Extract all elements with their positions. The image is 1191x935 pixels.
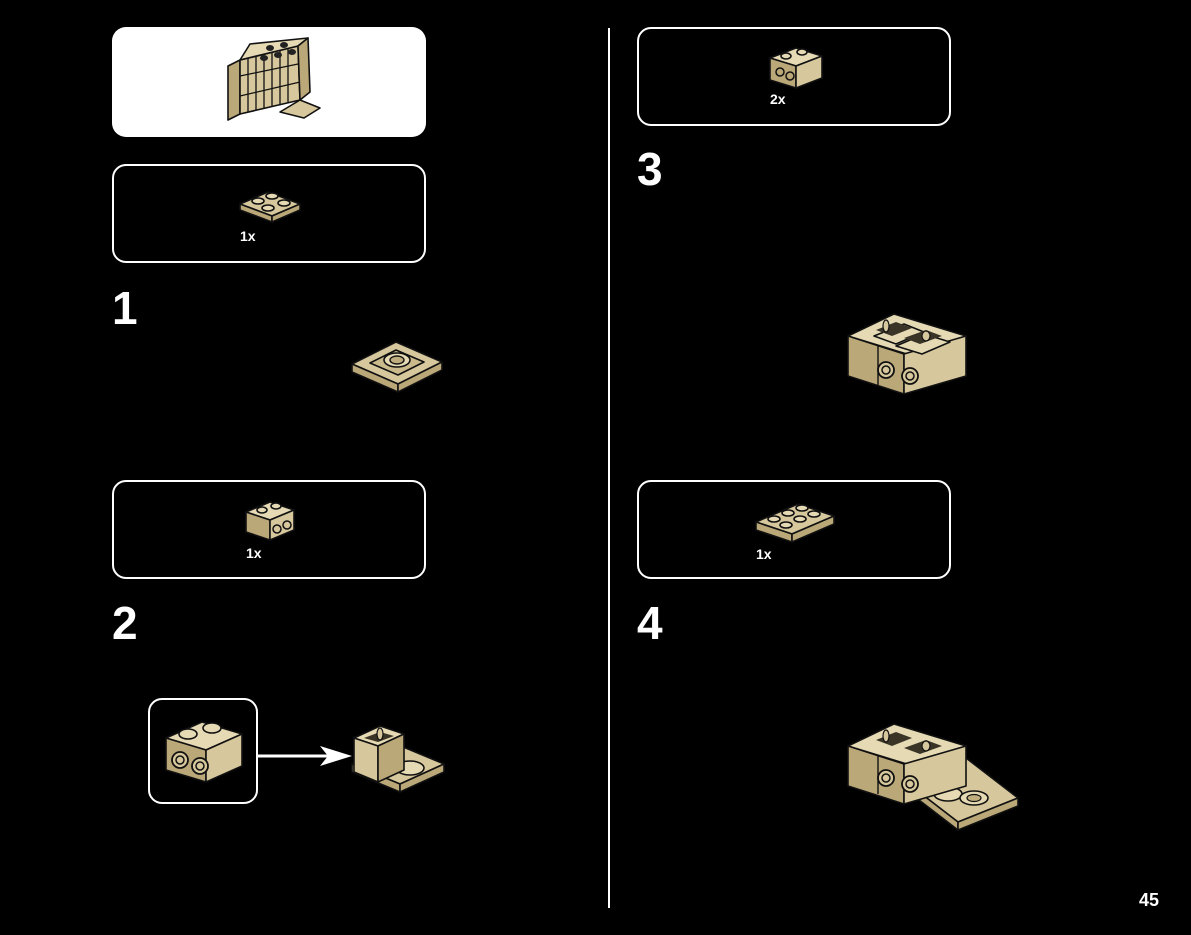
- arrow-icon: [258, 744, 354, 768]
- plate-2x3-icon: [754, 500, 836, 546]
- brick-1x2-icon: [768, 44, 824, 90]
- step-number: 3: [637, 146, 663, 192]
- step-2-build-icon: [350, 706, 448, 806]
- plate-2x2-build-icon: [350, 330, 446, 400]
- part-quantity: 1x: [756, 546, 772, 562]
- step-number: 2: [112, 600, 138, 646]
- part-quantity: 2x: [770, 91, 786, 107]
- brick-1x2-icon: [244, 498, 296, 542]
- brick-1x2-callout-icon: [162, 712, 246, 788]
- step-number: 4: [637, 600, 663, 646]
- model-preview-icon: [220, 36, 330, 131]
- page-number: 45: [1139, 890, 1159, 911]
- plate-2x2-icon: [238, 186, 304, 226]
- step-4-build-icon: [846, 706, 1022, 838]
- step-number: 1: [112, 285, 138, 331]
- column-divider: [608, 28, 610, 908]
- part-quantity: 1x: [240, 228, 256, 244]
- step-3-build-icon: [846, 296, 970, 400]
- part-quantity: 1x: [246, 545, 262, 561]
